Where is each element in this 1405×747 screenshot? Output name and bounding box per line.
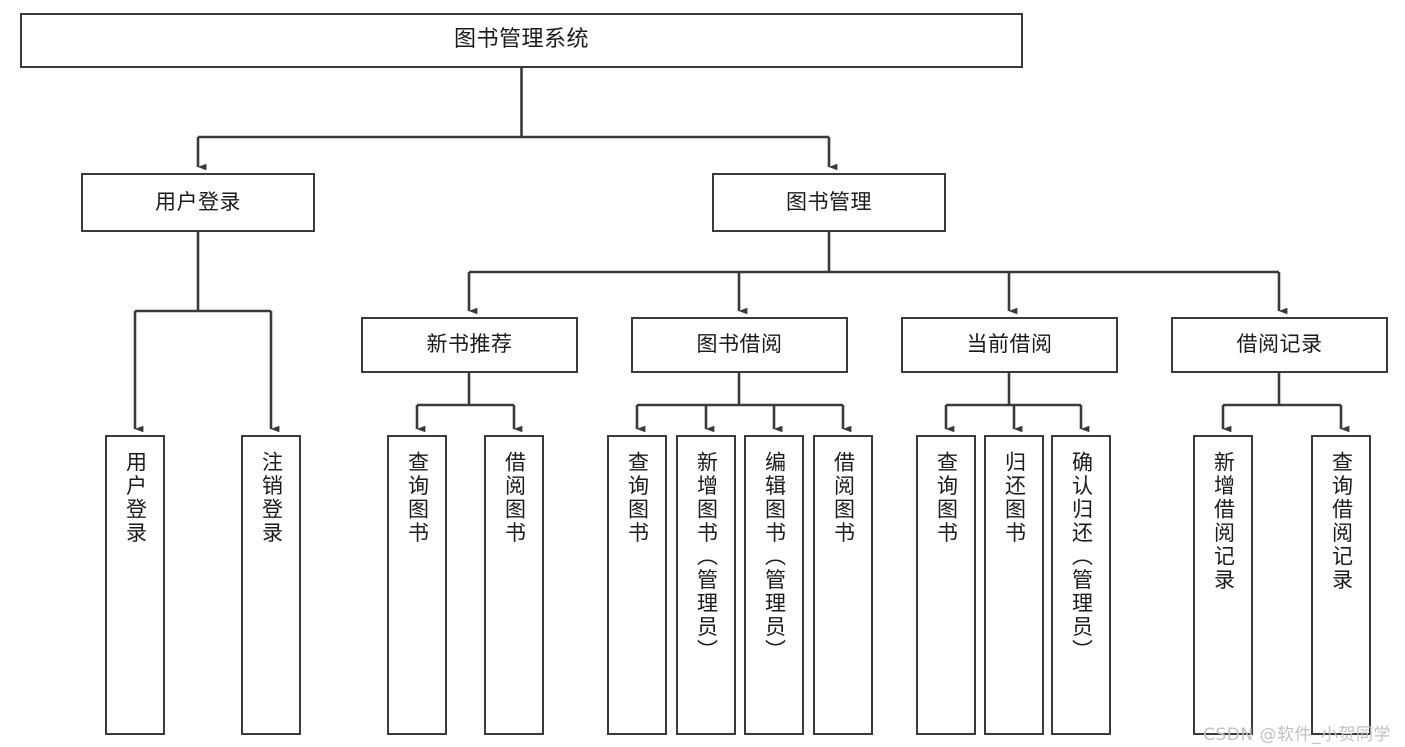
node-leaf-add-book[interactable]: 新增图书（管理员）	[676, 435, 736, 735]
node-label: 注销登录	[259, 451, 284, 545]
node-leaf-edit-book[interactable]: 编辑图书（管理员）	[744, 435, 804, 735]
node-label: 借阅图书	[831, 451, 856, 545]
node-label: 查询图书	[934, 451, 959, 545]
node-leaf-query-record[interactable]: 查询借阅记录	[1311, 435, 1371, 735]
node-label: 图书管理系统	[453, 27, 589, 53]
node-label: 确认归还（管理员）	[1069, 451, 1094, 663]
node-label: 用户登录	[123, 451, 148, 545]
node-label: 归还图书	[1002, 451, 1027, 545]
node-new-book-recommend[interactable]: 新书推荐	[361, 317, 578, 373]
node-leaf-user-login[interactable]: 用户登录	[105, 435, 165, 735]
node-label: 查询图书	[405, 451, 430, 545]
node-leaf-confirm-return[interactable]: 确认归还（管理员）	[1051, 435, 1111, 735]
node-label: 查询借阅记录	[1329, 451, 1354, 592]
node-leaf-query-book-2[interactable]: 查询图书	[607, 435, 667, 735]
node-leaf-query-book-3[interactable]: 查询图书	[916, 435, 976, 735]
node-leaf-add-record[interactable]: 新增借阅记录	[1193, 435, 1253, 735]
node-label: 用户登录	[155, 189, 241, 214]
node-label: 借阅图书	[502, 451, 527, 545]
node-book-manage[interactable]: 图书管理	[712, 173, 946, 232]
node-label: 借阅记录	[1236, 332, 1323, 357]
node-root-system[interactable]: 图书管理系统	[20, 13, 1023, 68]
node-book-borrow[interactable]: 图书借阅	[631, 317, 848, 373]
node-leaf-user-logout[interactable]: 注销登录	[241, 435, 301, 735]
node-user-login[interactable]: 用户登录	[81, 173, 315, 232]
node-leaf-borrow-book-2[interactable]: 借阅图书	[813, 435, 873, 735]
node-label: 查询图书	[625, 451, 650, 545]
node-current-borrow[interactable]: 当前借阅	[901, 317, 1118, 373]
node-leaf-borrow-book-1[interactable]: 借阅图书	[484, 435, 544, 735]
node-label: 图书借阅	[696, 332, 783, 357]
node-borrow-record[interactable]: 借阅记录	[1171, 317, 1388, 373]
node-label: 编辑图书（管理员）	[762, 451, 787, 663]
node-label: 图书管理	[786, 189, 872, 214]
node-leaf-query-book-1[interactable]: 查询图书	[387, 435, 447, 735]
node-label: 新增图书（管理员）	[694, 451, 719, 663]
csdn-watermark: CSDN @软件_小贺同学	[1203, 725, 1391, 745]
node-label: 当前借阅	[966, 332, 1053, 357]
node-label: 新书推荐	[426, 332, 513, 357]
node-label: 新增借阅记录	[1211, 451, 1236, 592]
node-leaf-return-book[interactable]: 归还图书	[984, 435, 1044, 735]
